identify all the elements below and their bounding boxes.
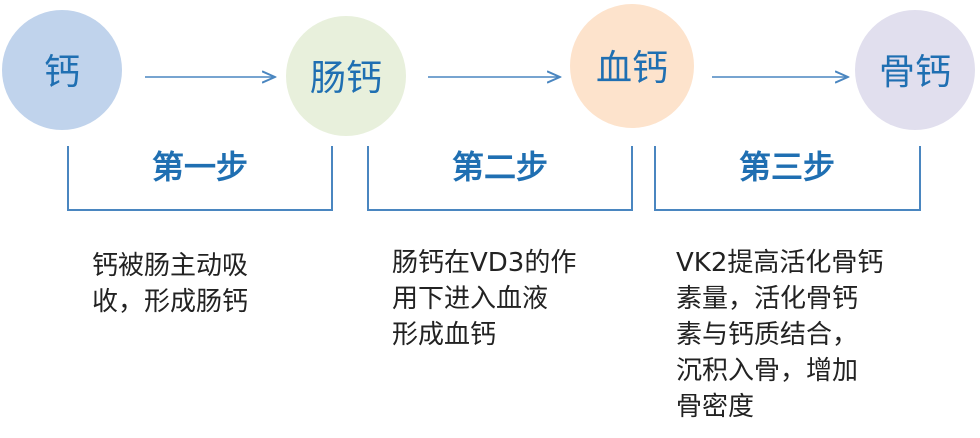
node-circle-bone-calcium bbox=[855, 10, 975, 130]
step-bracket-2 bbox=[367, 146, 633, 211]
step-label-1: 第一步 bbox=[152, 148, 248, 186]
node-circle-blood-calcium bbox=[570, 4, 694, 128]
step-description-2: 肠钙在VD3的作 用下进入血液 形成血钙 bbox=[392, 248, 577, 350]
node-label-calcium: 钙 bbox=[44, 52, 80, 93]
node-circle-calcium bbox=[2, 10, 122, 130]
step-description-1: 钙被肠主动吸 收，形成肠钙 bbox=[92, 251, 249, 317]
step-description-3: VK2提高活化骨钙 素量，活化骨钙 素与钙质结合， 沉积入骨，增加 骨密度 bbox=[676, 248, 884, 422]
node-label-intestinal-calcium: 肠钙 bbox=[310, 58, 382, 99]
node-label-blood-calcium: 血钙 bbox=[596, 48, 668, 89]
step-label-3: 第三步 bbox=[739, 148, 835, 186]
step-label-2: 第二步 bbox=[452, 148, 548, 186]
step-bracket-1 bbox=[67, 146, 333, 211]
step-bracket-3 bbox=[654, 146, 921, 211]
node-circle-intestinal-calcium bbox=[286, 16, 406, 136]
node-label-bone-calcium: 骨钙 bbox=[879, 52, 951, 93]
